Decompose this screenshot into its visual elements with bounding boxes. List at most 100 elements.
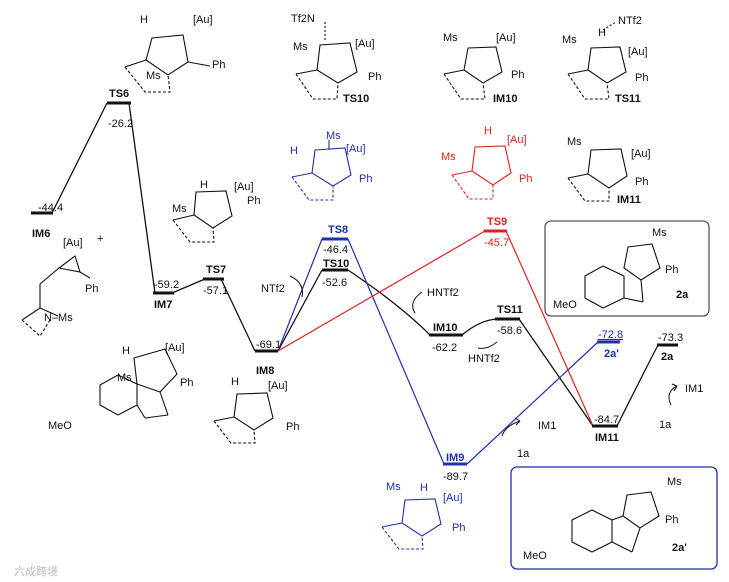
product-2a-box: Ms Ph MeO 2a: [544, 220, 710, 317]
svg-text:IM9: IM9: [446, 452, 464, 464]
structure-im8: [99, 348, 178, 419]
svg-text:Ms: Ms: [386, 481, 401, 493]
structure-ts7: [172, 190, 233, 243]
svg-text:Ms: Ms: [562, 34, 577, 46]
structure-ts8: [291, 140, 352, 201]
svg-text:2a: 2a: [661, 351, 674, 363]
svg-text:IM1: IM1: [685, 383, 703, 395]
svg-text:Ph: Ph: [635, 72, 648, 84]
black-path: [51, 102, 659, 427]
svg-text:[Au]: [Au]: [268, 380, 288, 392]
svg-text:H: H: [140, 14, 148, 26]
svg-text:Ph: Ph: [511, 69, 524, 81]
svg-text:H: H: [598, 27, 606, 39]
svg-text:IM11: IM11: [617, 194, 641, 206]
svg-text:2a: 2a: [676, 289, 689, 301]
svg-text:MeO: MeO: [553, 299, 577, 311]
svg-text:-73.3: -73.3: [658, 332, 683, 344]
svg-text:[Au]: [Au]: [628, 46, 648, 58]
state-labels: -44.4 IM6 TS6 -26.2 -59.2 IM7 TS7 -57.1 …: [32, 88, 683, 483]
svg-text:-52.6: -52.6: [322, 277, 347, 289]
svg-text:+: +: [97, 233, 103, 245]
svg-text:IM6: IM6: [32, 228, 50, 240]
svg-text:Ms: Ms: [443, 32, 458, 44]
level-bars: [31, 101, 678, 466]
svg-text:MeO: MeO: [48, 420, 72, 432]
svg-text:-72.8: -72.8: [598, 329, 623, 341]
svg-text:Ph: Ph: [635, 176, 648, 188]
product-2a1-box: Ms Ph MeO 2a': [510, 466, 718, 570]
svg-text:N–Ms: N–Ms: [44, 312, 73, 324]
svg-text:[Au]: [Au]: [631, 148, 651, 160]
svg-text:Ph: Ph: [286, 421, 299, 433]
blue-path: [277, 238, 599, 465]
svg-text:Ph: Ph: [665, 264, 678, 276]
svg-text:TS8: TS8: [328, 224, 348, 236]
svg-text:TS6: TS6: [109, 88, 129, 100]
svg-text:-46.4: -46.4: [323, 244, 348, 256]
svg-text:Ms: Ms: [667, 476, 682, 488]
svg-text:H: H: [122, 345, 130, 357]
structure-im9: [381, 498, 442, 550]
structure-ts10: [295, 22, 358, 100]
svg-text:-45.7: -45.7: [484, 237, 509, 249]
svg-text:[Au]: [Au]: [234, 181, 254, 193]
svg-text:[Au]: [Au]: [63, 237, 83, 249]
svg-text:2a': 2a': [672, 542, 687, 554]
svg-text:[Au]: [Au]: [193, 14, 213, 26]
watermark-text: 六成跨境: [14, 564, 58, 578]
svg-text:-26.2: -26.2: [108, 118, 133, 130]
svg-text:Ph: Ph: [247, 195, 260, 207]
svg-text:[Au]: [Au]: [443, 492, 463, 504]
svg-text:1a: 1a: [517, 448, 530, 460]
svg-text:TS11: TS11: [615, 93, 641, 105]
svg-text:-69.1: -69.1: [256, 339, 281, 351]
svg-text:Ms: Ms: [146, 70, 161, 82]
svg-text:-44.4: -44.4: [38, 202, 63, 214]
svg-text:-59.2: -59.2: [154, 279, 179, 291]
svg-text:H: H: [290, 145, 298, 157]
svg-text:TS10: TS10: [323, 258, 349, 270]
svg-text:Ph: Ph: [359, 173, 372, 185]
svg-text:[Au]: [Au]: [355, 38, 375, 50]
svg-text:2a': 2a': [604, 348, 619, 360]
svg-text:IM10: IM10: [493, 93, 517, 105]
structure-im6: [124, 34, 211, 93]
svg-text:HNTf2: HNTf2: [468, 353, 500, 365]
reagent-annotations: [289, 275, 678, 437]
svg-text:NTf2: NTf2: [618, 15, 642, 27]
svg-text:[Au]: [Au]: [165, 342, 185, 354]
svg-text:TS10: TS10: [343, 93, 369, 105]
structure-ts9: [451, 145, 512, 200]
svg-text:Ph: Ph: [368, 71, 381, 83]
svg-text:-58.6: -58.6: [497, 325, 522, 337]
svg-text:-89.7: -89.7: [443, 471, 468, 483]
svg-text:Ms: Ms: [172, 203, 187, 215]
svg-text:H: H: [231, 376, 239, 388]
svg-text:-57.1: -57.1: [203, 285, 228, 297]
svg-text:IM8: IM8: [256, 365, 274, 377]
svg-text:IM1: IM1: [538, 420, 556, 432]
svg-text:TS9: TS9: [487, 216, 507, 228]
svg-text:Ph: Ph: [665, 514, 678, 526]
svg-text:Ms: Ms: [441, 151, 456, 163]
svg-text:H: H: [200, 179, 208, 191]
reagent-labels: NTf2 HNTf2 HNTf2 IM1 1a IM1 1a: [261, 283, 703, 460]
structure-im10: [443, 46, 503, 100]
svg-text:Ph: Ph: [519, 173, 532, 185]
svg-text:H: H: [420, 482, 428, 494]
svg-text:IM7: IM7: [154, 299, 172, 311]
red-path: [277, 230, 594, 427]
structure-im8-lower: [213, 392, 274, 444]
svg-text:HNTf2: HNTf2: [427, 287, 459, 299]
svg-text:Ph: Ph: [212, 59, 225, 71]
svg-text:-62.2: -62.2: [432, 342, 457, 354]
structure-im11: [567, 148, 628, 202]
svg-text:Ms: Ms: [652, 227, 667, 239]
svg-text:IM11: IM11: [595, 432, 619, 444]
svg-text:Ph: Ph: [85, 283, 98, 295]
svg-text:Ph: Ph: [180, 377, 193, 389]
svg-text:NTf2: NTf2: [261, 283, 285, 295]
svg-text:[Au]: [Au]: [346, 143, 366, 155]
